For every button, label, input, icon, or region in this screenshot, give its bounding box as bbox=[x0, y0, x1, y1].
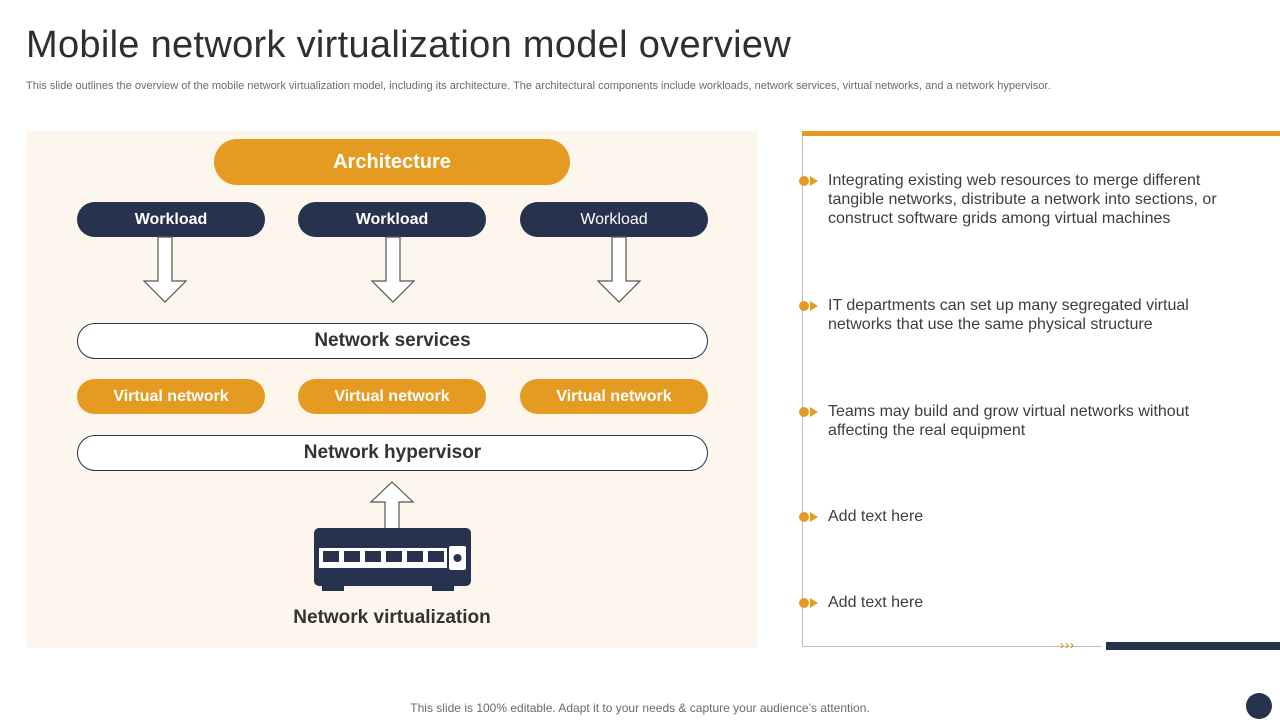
accent-bar bbox=[802, 131, 1280, 136]
down-arrow-icon bbox=[370, 236, 416, 303]
network-virtualization-caption: Network virtualization bbox=[293, 607, 491, 628]
list-item: IT departments can set up many segregate… bbox=[798, 296, 1238, 334]
down-arrow-icon bbox=[596, 236, 642, 303]
chevrons-decoration: ››› bbox=[1060, 638, 1075, 652]
virtual-network-pill-1: Virtual network bbox=[77, 379, 265, 414]
footer-accent-bar bbox=[1106, 642, 1280, 650]
list-item-text: Add text here bbox=[828, 508, 924, 525]
bullet-icon bbox=[799, 176, 818, 186]
list-divider-bottom bbox=[802, 646, 1102, 647]
page-title: Mobile network virtualization model over… bbox=[26, 24, 792, 66]
bullet-icon bbox=[799, 301, 818, 311]
bullet-icon bbox=[799, 407, 818, 417]
network-services-bar: Network services bbox=[77, 323, 708, 359]
workload-pill-1: Workload bbox=[77, 202, 265, 237]
virtual-network-pill-2: Virtual network bbox=[298, 379, 486, 414]
corner-circle-decoration bbox=[1246, 693, 1272, 719]
up-arrow-icon bbox=[369, 481, 415, 530]
list-item: Add text here bbox=[798, 593, 1238, 612]
list-item-text: Add text here bbox=[828, 594, 924, 611]
list-divider-vertical bbox=[802, 136, 803, 647]
footer-note: This slide is 100% editable. Adapt it to… bbox=[410, 701, 870, 715]
workload-pill-3: Workload bbox=[520, 202, 708, 237]
virtual-network-pill-3: Virtual network bbox=[520, 379, 708, 414]
list-item-text: IT departments can set up many segregate… bbox=[828, 297, 1189, 333]
list-item-text: Integrating existing web resources to me… bbox=[828, 172, 1217, 227]
list-item: Integrating existing web resources to me… bbox=[798, 171, 1238, 228]
architecture-header: Architecture bbox=[214, 139, 570, 185]
network-hypervisor-bar: Network hypervisor bbox=[77, 435, 708, 471]
list-item-text: Teams may build and grow virtual network… bbox=[828, 403, 1190, 439]
network-switch-icon bbox=[314, 528, 471, 591]
list-item: Teams may build and grow virtual network… bbox=[798, 402, 1238, 440]
list-item: Add text here bbox=[798, 507, 1238, 526]
bullet-icon bbox=[799, 512, 818, 522]
workload-pill-2: Workload bbox=[298, 202, 486, 237]
down-arrow-icon bbox=[142, 236, 188, 303]
bullet-icon bbox=[799, 598, 818, 608]
page-subtitle: This slide outlines the overview of the … bbox=[26, 80, 1051, 92]
